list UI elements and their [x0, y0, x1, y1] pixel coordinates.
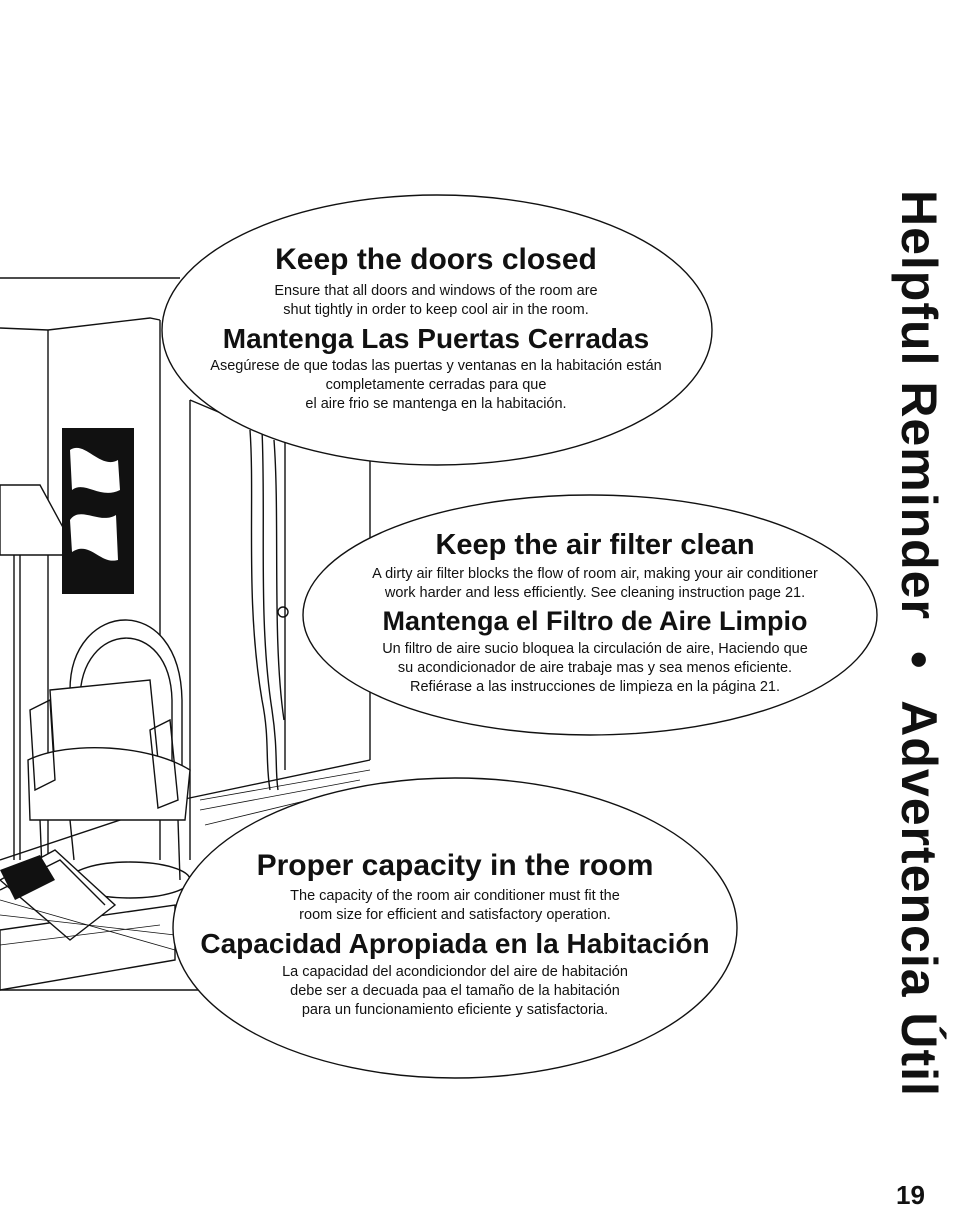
- body-en-line: Ensure that all doors and windows of the…: [274, 282, 598, 299]
- body-es-line: Asegúrese de que todas las puertas y ven…: [210, 357, 662, 374]
- body-es-line: el aire frio se mantenga en la habitació…: [305, 395, 567, 412]
- tip-proper-capacity: Proper capacity in the room The capacity…: [175, 850, 735, 1020]
- body-es-line: debe ser a decuada paa el tamaño de la h…: [290, 982, 620, 999]
- body-en-line: room size for efficient and satisfactory…: [299, 906, 611, 923]
- body-en-line: work harder and less efficiently. See cl…: [384, 585, 806, 602]
- body-es-line: su acondicionador de aire trabaje mas y …: [397, 659, 793, 676]
- heading-proper-capacity: Proper capacity in the room: [256, 849, 654, 882]
- body-es-line: completamente cerradas para que: [325, 376, 547, 393]
- heading-mantenga-puertas-cerradas: Mantenga Las Puertas Cerradas: [222, 322, 650, 354]
- tip-doors-closed: Keep the doors closed Ensure that all do…: [160, 244, 712, 414]
- heading-keep-air-filter-clean: Keep the air filter clean: [435, 529, 755, 561]
- body-en-line: shut tightly in order to keep cool air i…: [283, 301, 589, 318]
- body-es-line: Un filtro de aire sucio bloquea la circu…: [382, 640, 808, 657]
- side-title-es: Advertencia Útil: [891, 700, 947, 1097]
- bullet-separator: •: [891, 650, 947, 670]
- heading-keep-doors-closed: Keep the doors closed: [275, 243, 597, 276]
- tip-air-filter-clean: Keep the air filter clean A dirty air fi…: [305, 530, 885, 697]
- heading-mantenga-filtro-limpio: Mantenga el Filtro de Aire Limpio: [382, 606, 808, 637]
- page-number: 19: [896, 1180, 925, 1210]
- body-es-line: La capacidad del acondiciondor del aire …: [282, 963, 628, 980]
- side-title-en: Helpful Reminder: [891, 190, 947, 620]
- body-en-line: The capacity of the room air conditioner…: [290, 887, 620, 904]
- body-es-line: Refiérase a las instrucciones de limpiez…: [410, 678, 780, 695]
- body-es-line: para un funcionamiento eficiente y satis…: [301, 1001, 609, 1018]
- side-section-title: Helpful Reminder • Advertencia Útil: [890, 190, 948, 1097]
- body-en-line: A dirty air filter blocks the flow of ro…: [372, 566, 818, 583]
- heading-capacidad-apropiada: Capacidad Apropiada en la Habitación: [200, 927, 710, 959]
